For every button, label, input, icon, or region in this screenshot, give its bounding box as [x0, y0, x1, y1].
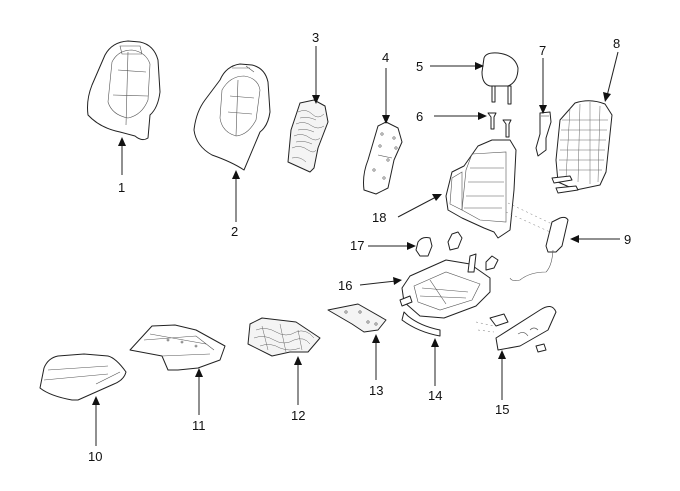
- part-cushion-cover: [39, 353, 127, 401]
- arrow-1: [118, 137, 126, 146]
- part-seatback-cover: [87, 40, 161, 141]
- callout-13: 13: [369, 383, 383, 398]
- callout-17: 17: [350, 238, 364, 253]
- part-small-brackets: [447, 231, 499, 271]
- callout-1: 1: [118, 180, 125, 195]
- callout-3: 3: [312, 30, 319, 45]
- leader-8: [606, 51, 619, 97]
- part-cushion-pad: [129, 324, 226, 371]
- arrow-13: [372, 334, 380, 343]
- assembly-line: [505, 202, 553, 233]
- part-cushion-heater-mat: [247, 317, 321, 357]
- arrow-15: [498, 350, 506, 359]
- part-seatback-rear-board: [551, 100, 613, 194]
- part-seatback-frame: [445, 139, 517, 239]
- arrow-9: [570, 235, 579, 243]
- arrow-14: [431, 338, 439, 347]
- arrow-3: [312, 95, 320, 104]
- callout-14: 14: [428, 388, 442, 403]
- callout-7: 7: [539, 43, 546, 58]
- arrow-8: [603, 92, 611, 102]
- callout-2: 2: [231, 224, 238, 239]
- leader-18: [397, 196, 437, 218]
- assembly-line-15: [475, 321, 495, 333]
- callout-18: 18: [372, 210, 386, 225]
- callout-15: 15: [495, 402, 509, 417]
- part-headrest: [481, 52, 519, 105]
- arrow-7: [539, 105, 547, 114]
- callout-9: 9: [624, 232, 631, 247]
- part-side-shield: [489, 306, 557, 353]
- part-cushion-frame: [399, 253, 491, 319]
- arrow-6: [478, 112, 487, 120]
- arrow-10: [92, 396, 100, 405]
- callout-11: 11: [192, 418, 206, 433]
- callout-8: 8: [613, 36, 620, 51]
- part-side-airbag-module: [509, 216, 569, 281]
- arrow-4: [382, 115, 390, 124]
- arrow-11: [195, 368, 203, 377]
- callout-6: 6: [416, 109, 423, 124]
- callout-4: 4: [382, 50, 389, 65]
- arrow-16: [393, 277, 402, 285]
- arrow-2: [232, 170, 240, 179]
- arrow-17: [407, 242, 416, 250]
- callout-16: 16: [338, 278, 352, 293]
- part-seatback-panel: [363, 121, 403, 195]
- callout-10: 10: [88, 449, 102, 464]
- part-headrest-guide: [487, 112, 512, 138]
- part-seatback-pad: [193, 63, 271, 171]
- part-side-trim-bracket: [535, 111, 552, 157]
- callout-5: 5: [416, 59, 423, 74]
- callout-12: 12: [291, 408, 305, 423]
- part-recliner-cover: [415, 237, 433, 257]
- part-front-trim: [401, 311, 441, 337]
- arrow-18: [432, 194, 442, 201]
- arrow-12: [294, 356, 302, 365]
- leader-16: [359, 280, 397, 286]
- arrow-5: [475, 62, 484, 70]
- part-cushion-pan-plate: [327, 303, 387, 333]
- part-seatback-heater-mat: [287, 99, 329, 173]
